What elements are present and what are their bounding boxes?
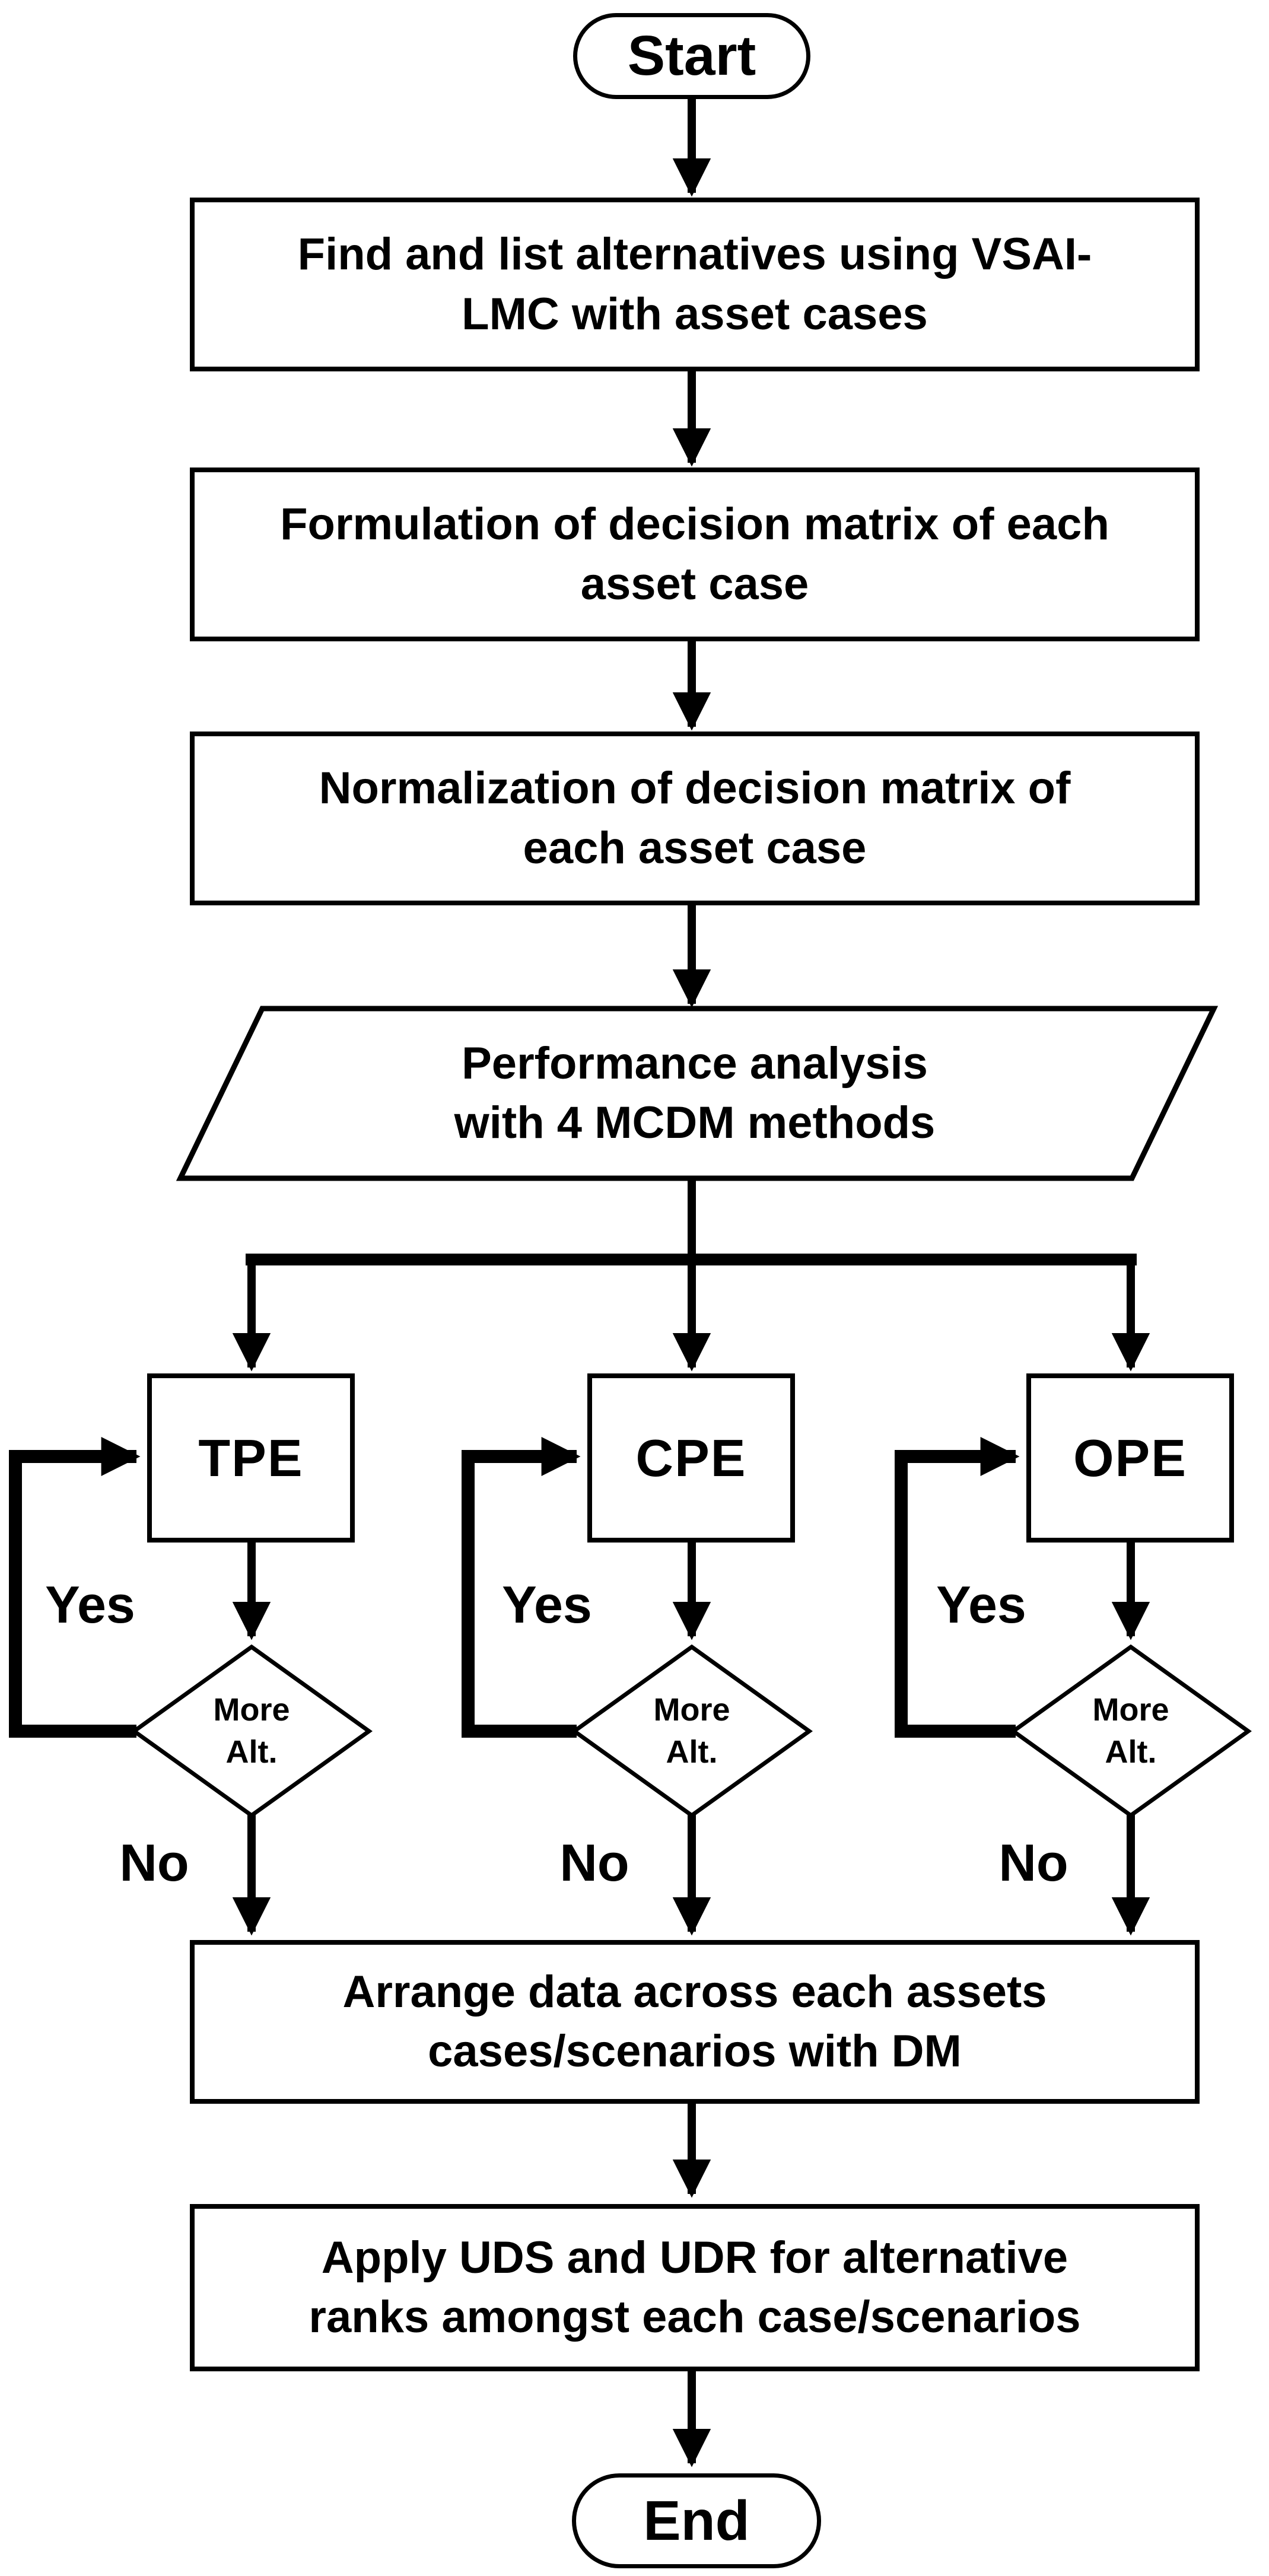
diamond-more-alt-cpe-shape <box>570 1644 813 1818</box>
process-apply-line2: ranks amongst each case/scenarios <box>308 2292 1081 2342</box>
process-normalization: Normalization of decision matrix of each… <box>190 732 1200 905</box>
process-normalization-line1: Normalization of decision matrix of <box>319 763 1071 814</box>
no-label-cpe: No <box>559 1833 629 1892</box>
process-ope: OPE <box>1026 1373 1234 1543</box>
process-apply-uds-udr: Apply UDS and UDR for alternative ranks … <box>190 2204 1200 2371</box>
diamond-more-alt-ope-shape <box>1009 1644 1252 1818</box>
process-formulation: Formulation of decision matrix of each a… <box>190 468 1200 641</box>
ope-label: OPE <box>1073 1428 1187 1487</box>
performance-line1: Performance analysis <box>462 1038 928 1089</box>
parallelogram-performance-label: Performance analysis with 4 MCDM methods <box>190 1009 1200 1178</box>
process-formulation-line1: Formulation of decision matrix of each <box>280 499 1109 550</box>
decision-tpe-line1: More <box>213 1691 290 1728</box>
process-cpe: CPE <box>587 1373 795 1543</box>
start-terminator: Start <box>573 13 810 99</box>
process-arrange-data: Arrange data across each assets cases/sc… <box>190 1940 1200 2104</box>
process-normalization-line2: each asset case <box>523 822 867 873</box>
yes-label-cpe: Yes <box>502 1575 592 1634</box>
no-label-tpe: No <box>119 1833 189 1892</box>
decision-cpe-line2: Alt. <box>666 1734 718 1770</box>
decision-more-alt-cpe-label: More Alt. <box>603 1648 781 1814</box>
parallelogram-performance-shape <box>176 1006 1219 1181</box>
diamond-more-alt-tpe-shape <box>130 1644 373 1818</box>
process-tpe: TPE <box>147 1373 355 1543</box>
start-label: Start <box>627 24 756 87</box>
process-find-alternatives-line1: Find and list alternatives using VSAI- <box>297 229 1092 280</box>
decision-ope-line2: Alt. <box>1105 1734 1157 1770</box>
process-arrange-line1: Arrange data across each assets <box>342 1966 1047 2017</box>
decision-cpe-line1: More <box>653 1691 730 1728</box>
process-apply-line1: Apply UDS and UDR for alternative <box>321 2232 1068 2283</box>
decision-more-alt-ope-label: More Alt. <box>1042 1648 1220 1814</box>
decision-tpe-line2: Alt. <box>225 1734 278 1770</box>
yes-label-ope: Yes <box>936 1575 1026 1634</box>
loop-yes-ope <box>895 1437 1020 1738</box>
performance-line2: with 4 MCDM methods <box>454 1098 936 1148</box>
process-find-alternatives: Find and list alternatives using VSAI- L… <box>190 198 1200 371</box>
end-label: End <box>643 2489 750 2552</box>
process-find-alternatives-line2: LMC with asset cases <box>462 288 928 339</box>
cpe-label: CPE <box>635 1428 747 1487</box>
end-terminator: End <box>572 2473 821 2568</box>
decision-more-alt-tpe-label: More Alt. <box>163 1648 341 1814</box>
tpe-label: TPE <box>198 1428 304 1487</box>
yes-label-tpe: Yes <box>45 1575 135 1634</box>
loop-yes-tpe <box>9 1437 141 1738</box>
decision-ope-line1: More <box>1092 1691 1169 1728</box>
process-arrange-line2: cases/scenarios with DM <box>428 2026 962 2076</box>
loop-yes-cpe <box>462 1437 581 1738</box>
no-label-ope: No <box>998 1833 1068 1892</box>
process-formulation-line2: asset case <box>580 558 809 609</box>
